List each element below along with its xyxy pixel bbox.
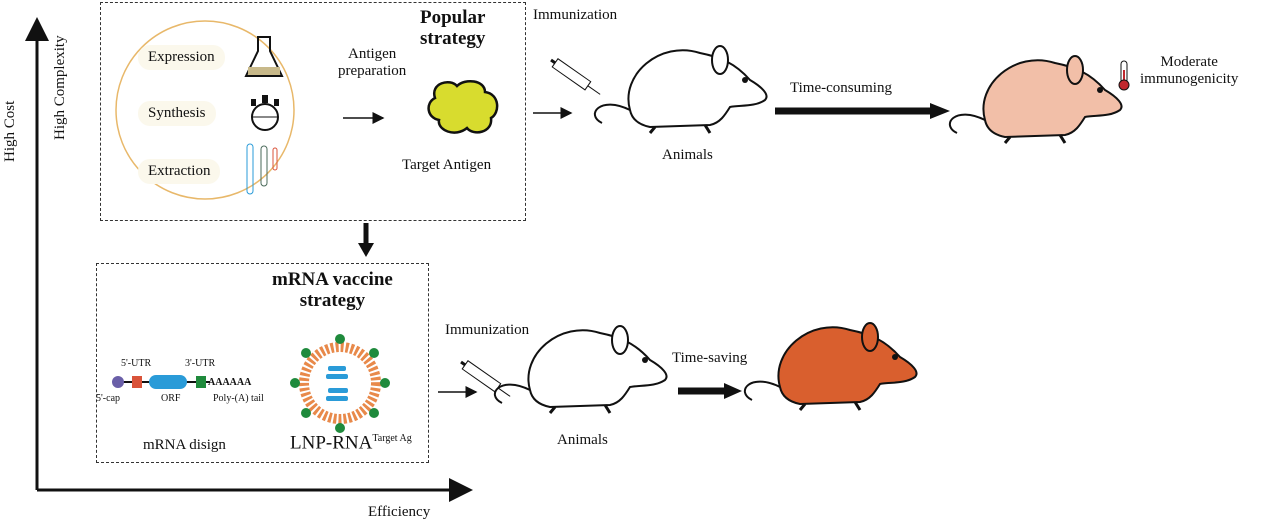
cap-label: 5'-cap [96,393,121,404]
y-axis-label-complexity: High Complexity [52,35,68,140]
flask-icon [244,36,284,77]
time-consuming-label: Time-consuming [790,80,892,96]
syringe-icon [550,58,601,95]
animals-label-top: Animals [662,147,713,163]
title-line2: strategy [420,27,486,49]
polya-sequence: AAAAAA [208,377,252,388]
title-line1: mRNA vaccine [272,269,393,290]
polya-label: Poly-(A) tail [213,393,264,404]
immunization-label-top: Immunization [533,7,618,23]
mouse-animal-bottom [493,324,669,415]
round-flask-icon [251,95,279,131]
target-antigen-icon [427,79,499,134]
lnp-label: LNP-RNA [290,432,373,454]
mrna-strategy-box [96,263,429,463]
lnp-rna-label: LNP-RNATarget Ag [290,432,412,454]
orf-label: ORF [161,393,181,404]
method-synthesis: Synthesis [138,101,216,126]
target-antigen-label: Target Antigen [402,157,492,173]
immunization-label-bottom: Immunization [445,322,530,338]
method-extraction: Extraction [138,159,221,184]
animals-label-bottom: Animals [557,432,608,448]
thick-arrow-icon [678,383,742,399]
popular-strategy-box [100,2,526,221]
result-line2: immunogenicity [1140,70,1239,87]
down-arrow-icon [358,223,374,257]
time-saving-label: Time-saving [672,350,748,366]
utr3-label: 3'-UTR [185,358,216,369]
x-axis-label: Efficiency [368,504,431,520]
lnp-superscript: Target Ag [372,433,412,444]
method-expression: Expression [138,45,225,70]
result-line1: Moderate [1160,54,1218,70]
title-line1: Popular [420,7,486,28]
mrna-construct [112,375,210,389]
mouse-animal-top [593,44,769,135]
step-line1: Antigen [347,46,397,62]
step-line2: preparation [338,62,407,79]
mrna-design-label: mRNA disign [143,437,226,453]
mouse-strong-immunity [743,321,919,412]
y-axis-label-cost: High Cost [2,100,18,162]
thick-arrow-icon [775,103,950,119]
arrow-right-icon [343,112,385,124]
thermometer-icon [1118,60,1130,91]
separatory-funnel-icon [246,143,278,195]
lnp-icon [290,334,390,433]
mouse-moderate-immunity [948,54,1124,145]
methods-circle [115,20,295,200]
arrow-right-icon [438,386,478,398]
utr5-label: 5'-UTR [121,358,152,369]
arrow-right-icon [533,107,573,119]
cap-icon [112,376,124,388]
title-line2: strategy [299,289,366,311]
